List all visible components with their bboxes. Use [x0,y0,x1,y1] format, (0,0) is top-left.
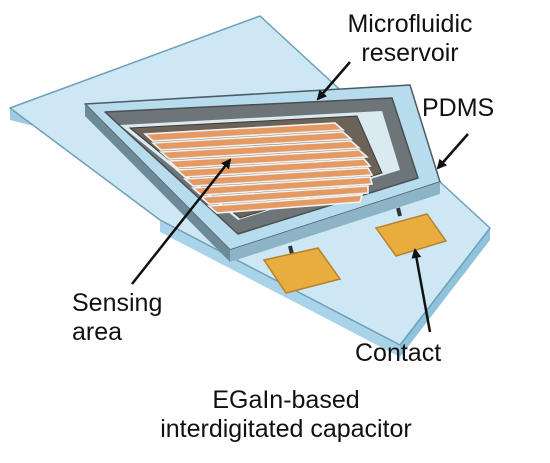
label-sensing-line-2: area [72,318,123,346]
label-reservoir-line-2: reservoir [361,39,459,67]
label-contact: Contact [355,339,442,367]
label-sensing-area: Sensing area [72,289,162,347]
label-microfluidic-reservoir: Microfluidic reservoir [326,10,494,68]
electrode-leads [288,207,402,255]
contact-pad-left [262,247,342,294]
label-pdms: PDMS [422,94,495,122]
sensing-area [128,115,383,219]
arrow-contact [411,248,432,333]
figure-caption: EGaIn-based interdigitated capacitor [150,386,422,444]
arrow-sensing [131,158,232,285]
arrow-reservoir [316,61,351,101]
callout-arrows [131,61,469,333]
contact-pad-right [374,213,448,257]
contact-pads [262,213,448,294]
label-reservoir-line-1: Microfluidic [347,10,473,38]
label-sensing-line-1: Sensing [72,289,163,317]
caption-line-1: EGaIn-based [212,386,360,414]
interdigitated-electrodes [143,122,374,214]
caption-line-2: interdigitated capacitor [160,415,412,443]
arrow-pdms [436,133,469,170]
